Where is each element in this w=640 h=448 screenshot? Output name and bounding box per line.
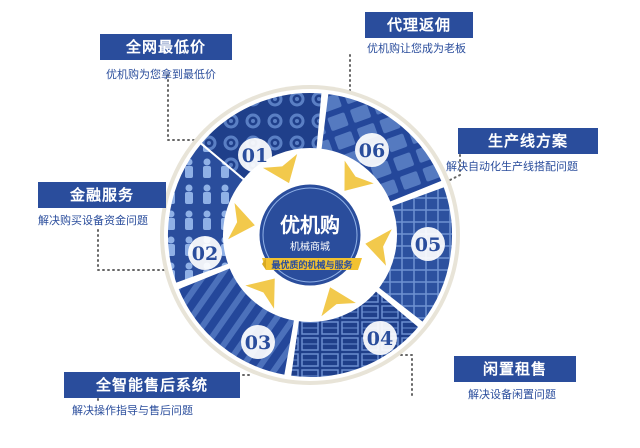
segment-desc-04: 解决设备闲置问题 (468, 388, 556, 401)
inward-arrow (365, 229, 392, 266)
segment-title-06: 代理返佣 (365, 12, 473, 38)
inward-arrow (344, 160, 374, 191)
segment-desc-01: 优机购为您拿到最低价 (106, 68, 216, 81)
segment-number-badge (363, 321, 397, 355)
inward-arrow (321, 287, 356, 317)
segment-desc-02: 解决购买设备资金问题 (38, 214, 148, 227)
segment-title-04: 闲置租售 (454, 356, 576, 382)
segment-desc-06: 优机购让您成为老板 (367, 42, 466, 55)
segment-02 (166, 141, 246, 286)
inward-arrow (228, 202, 255, 240)
segment-number-badge (188, 236, 222, 270)
arrow-group (228, 154, 392, 317)
center-subtitle: 机械商城 (290, 240, 330, 253)
inward-arrow (262, 154, 298, 184)
segment-number: 03 (245, 332, 271, 354)
segment-04 (288, 288, 421, 379)
segment-number: 05 (415, 234, 441, 256)
segment-title-03: 全智能售后系统 (64, 372, 240, 398)
segment-number-badge (241, 325, 275, 359)
segment-number: 04 (367, 328, 393, 350)
segment-desc-03: 解决操作指导与售后问题 (72, 404, 193, 417)
center-title: 优机购 (280, 213, 340, 237)
segment-desc-05: 解决自动化生产线搭配问题 (446, 160, 578, 173)
segment-number: 02 (192, 243, 218, 265)
connector-dotted-line (97, 229, 186, 271)
segment-title-05: 生产线方案 (458, 128, 598, 154)
connector-dotted-line (167, 74, 241, 141)
center-banner: 最优质的机械与服务 (262, 258, 362, 271)
segment-number-badge (355, 133, 389, 167)
segment-ring: 01 02 03 04 05 06 (166, 91, 454, 379)
center-hub-inner-line (262, 187, 358, 283)
segment-title-01: 全网最低价 (100, 34, 232, 60)
segment-number-badge (411, 227, 445, 261)
segment-number: 01 (242, 145, 268, 167)
segment-title-02: 金融服务 (38, 182, 166, 208)
inward-arrow (245, 278, 275, 309)
segment-number-badge (238, 138, 272, 172)
center-banner-text: 最优质的机械与服务 (271, 259, 353, 271)
segment-number: 06 (359, 140, 385, 162)
